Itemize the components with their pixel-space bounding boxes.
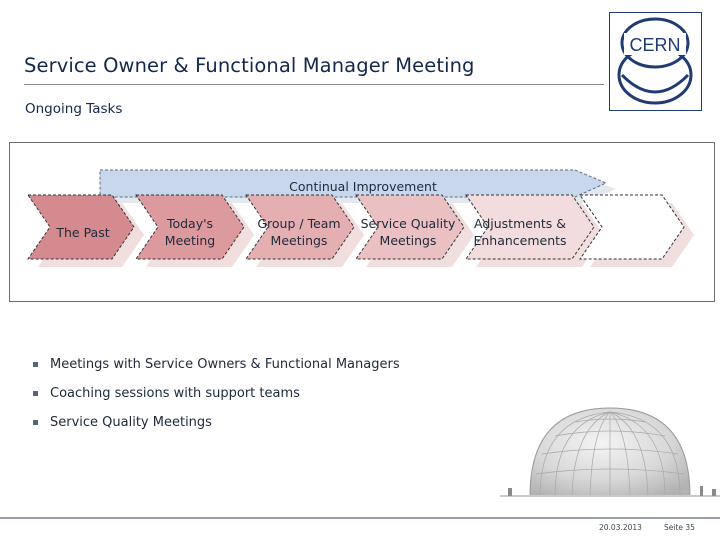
footer-date: 20.03.2013 (599, 523, 642, 532)
stage-label-todays-meeting: Today's Meeting (164, 216, 216, 248)
stage-label-service-quality: Service Quality Meetings (360, 216, 456, 248)
footer-divider (0, 517, 720, 519)
list-item: Meetings with Service Owners & Functiona… (33, 350, 400, 379)
stage-todays-meeting (135, 194, 245, 260)
stage-adjustments-enhancements (465, 194, 595, 260)
continual-improvement-band (99, 169, 608, 198)
stage-label-group-team: Group / Team Meetings (257, 216, 341, 248)
continual-improvement-label: Continual Improvement (289, 179, 437, 194)
bullet-square-icon (33, 391, 38, 396)
list-item: Coaching sessions with support teams (33, 379, 400, 408)
process-diagram: Continual Improvement The Past Today's M… (9, 142, 715, 302)
slide-title: Service Owner & Functional Manager Meeti… (24, 54, 475, 77)
stage-label-adjustments: Adjustments & Enhancements (473, 216, 567, 248)
task-bullet-list: Meetings with Service Owners & Functiona… (33, 350, 400, 437)
cern-logo: CERN (609, 12, 702, 111)
title-divider (24, 84, 604, 85)
stage-future (579, 194, 685, 260)
stage-group-team-meetings (245, 194, 355, 260)
stage-service-quality-meetings (355, 194, 465, 260)
stage-label-the-past: The Past (56, 225, 110, 240)
bullet-square-icon (33, 420, 38, 425)
list-item: Service Quality Meetings (33, 408, 400, 437)
stage-the-past (27, 194, 135, 260)
bullet-square-icon (33, 362, 38, 367)
logo-text: CERN (629, 35, 680, 55)
section-subtitle: Ongoing Tasks (25, 101, 123, 117)
globe-building-image (500, 404, 720, 506)
footer-page-number: Seite 35 (664, 523, 695, 532)
